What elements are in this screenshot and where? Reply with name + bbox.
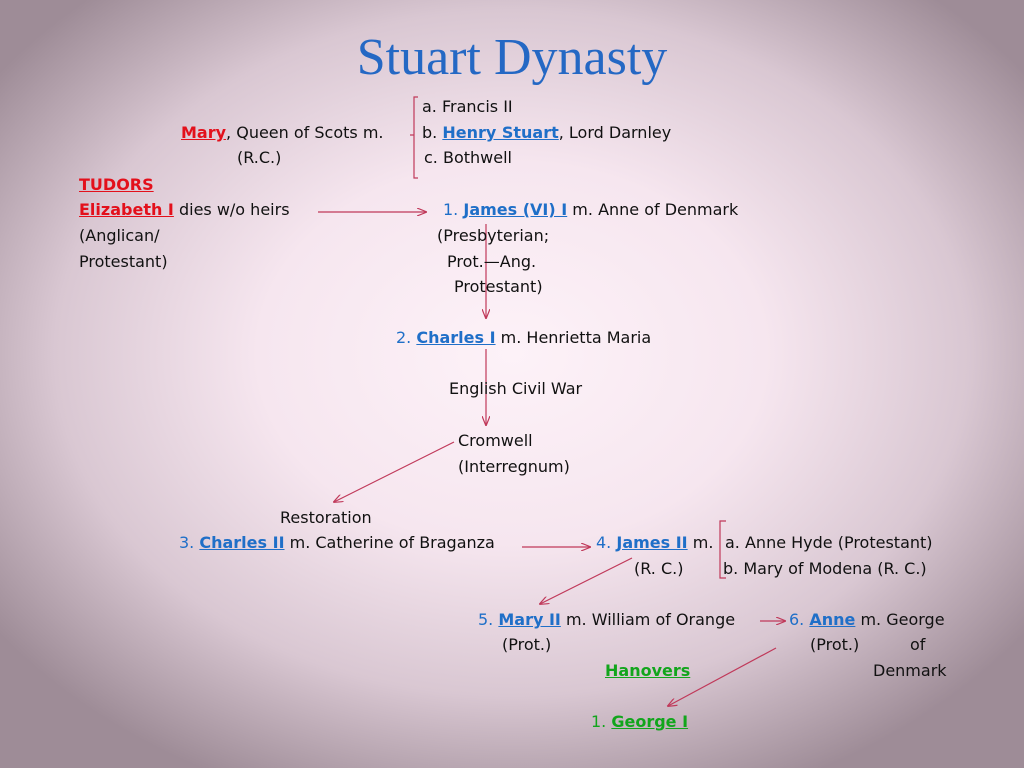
- husband-bothwell: c. Bothwell: [424, 148, 512, 167]
- name-james-i: James (VI) I: [463, 200, 568, 219]
- name-anne: Anne: [809, 610, 856, 629]
- husband-henry-stuart: b. Henry Stuart, Lord Darnley: [422, 123, 672, 142]
- elizabeth-religion-2: Protestant): [79, 252, 168, 271]
- anne-line: 6. Anne m. George: [789, 610, 945, 629]
- james-ii-wife-b: b. Mary of Modena (R. C.): [723, 559, 927, 578]
- anne-of: of: [910, 635, 926, 654]
- james-i-religion-2: Prot.—Ang.: [447, 252, 537, 271]
- elizabeth-religion-1: (Anglican/: [79, 226, 160, 245]
- mary-ii-religion: (Prot.): [502, 635, 552, 654]
- hanovers-label: Hanovers: [605, 661, 691, 680]
- name-charles-i: Charles I: [416, 328, 496, 347]
- tudors-label: TUDORS: [79, 175, 154, 194]
- anne-religion: (Prot.): [810, 635, 860, 654]
- name-mary-ii: Mary II: [498, 610, 561, 629]
- james-ii-line: 4. James II m.: [596, 533, 714, 552]
- james-i-line: 1. James (VI) I m. Anne of Denmark: [443, 200, 739, 219]
- james2-wives-brace: [719, 520, 726, 579]
- cromwell-to-restoration-arrow: [334, 441, 455, 502]
- name-charles-ii: Charles II: [199, 533, 285, 552]
- james2-to-mary2-arrow: [540, 557, 633, 604]
- mary-queen-of-scots: Mary, Queen of Scots m.: [181, 123, 384, 142]
- mary-ii-line: 5. Mary II m. William of Orange: [478, 610, 736, 629]
- name-elizabeth: Elizabeth I: [79, 200, 174, 219]
- charles-i-line: 2. Charles I m. Henrietta Maria: [396, 328, 652, 347]
- husband-francis: a. Francis II: [422, 97, 513, 116]
- james-ii-wife-a: a. Anne Hyde (Protestant): [725, 533, 933, 552]
- anne-denmark: Denmark: [873, 661, 947, 680]
- cromwell: Cromwell: [458, 431, 533, 450]
- mary-religion: (R.C.): [237, 148, 282, 167]
- english-civil-war: English Civil War: [449, 379, 583, 398]
- elizabeth-line: Elizabeth I dies w/o heirs: [79, 200, 290, 219]
- name-george-i: George I: [611, 712, 689, 731]
- james-i-religion-1: (Presbyterian;: [437, 226, 550, 245]
- name-james-ii: James II: [616, 533, 688, 552]
- james-ii-religion: (R. C.): [634, 559, 684, 578]
- mary-husbands-brace: [410, 96, 418, 179]
- interregnum: (Interregnum): [458, 457, 570, 476]
- name-mary: Mary: [181, 123, 227, 142]
- name-henry-stuart: Henry Stuart: [442, 123, 559, 142]
- anne-to-george-arrow: [668, 647, 777, 706]
- page-title: Stuart Dynasty: [356, 29, 668, 86]
- restoration: Restoration: [280, 508, 372, 527]
- james-i-religion-3: Protestant): [454, 277, 543, 296]
- charles-ii-line: 3. Charles II m. Catherine of Braganza: [179, 533, 495, 552]
- george-i-line: 1. George I: [591, 712, 689, 731]
